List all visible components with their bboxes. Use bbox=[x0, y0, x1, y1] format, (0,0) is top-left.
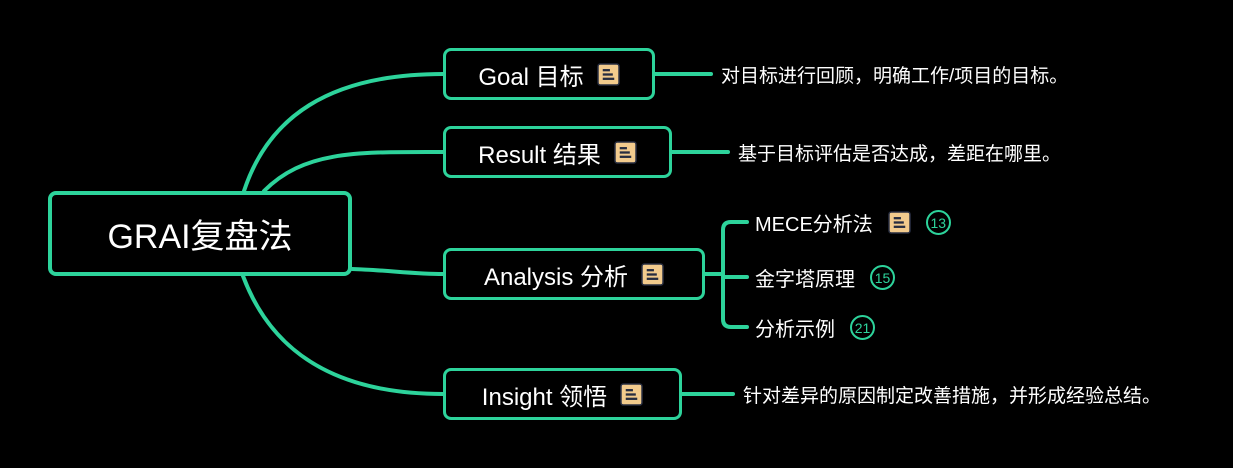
connector-analysis bbox=[350, 267, 445, 276]
topic-insight-label: Insight 领悟 bbox=[481, 383, 608, 411]
notes-icon[interactable] bbox=[596, 62, 620, 86]
topic-goal[interactable]: Goal 目标 bbox=[443, 48, 655, 100]
notes-icon[interactable] bbox=[614, 140, 637, 164]
goal-description-text: 对目标进行回顾，明确工作/项目的目标。 bbox=[721, 65, 1069, 87]
notes-icon[interactable] bbox=[887, 211, 911, 234]
connector-result bbox=[262, 149, 445, 193]
numbered-badge[interactable]: 21 bbox=[850, 315, 875, 340]
root-topic[interactable]: GRAI复盘法 bbox=[48, 191, 352, 276]
topic-goal-description[interactable]: 对目标进行回顾，明确工作/项目的目标。 bbox=[721, 60, 1068, 88]
notes-icon[interactable] bbox=[641, 262, 664, 286]
topic-insight-description[interactable]: 针对差异的原因制定改善措施，并形成经验总结。 bbox=[743, 380, 1161, 408]
root-topic-label: GRAI复盘法 bbox=[107, 218, 293, 256]
subtopic-pyramid-label: 金字塔原理 bbox=[755, 269, 855, 291]
connector-insight bbox=[241, 274, 445, 396]
subtopic-example-label: 分析示例 bbox=[755, 319, 835, 341]
numbered-badge[interactable]: 15 bbox=[870, 265, 895, 290]
topic-analysis[interactable]: Analysis 分析 bbox=[443, 248, 705, 300]
topic-result-label: Result 结果 bbox=[478, 141, 601, 169]
topic-result-description[interactable]: 基于目标评估是否达成，差距在哪里。 bbox=[738, 138, 1061, 166]
topic-insight[interactable]: Insight 领悟 bbox=[443, 368, 682, 420]
topic-analysis-label: Analysis 分析 bbox=[483, 263, 629, 291]
connector-goal bbox=[242, 72, 445, 193]
topic-goal-label: Goal 目标 bbox=[478, 63, 584, 91]
subtopic-mece-label: MECE分析法 bbox=[755, 214, 873, 236]
notes-icon[interactable] bbox=[620, 382, 643, 406]
subtopic-pyramid[interactable]: 金字塔原理 15 bbox=[755, 263, 895, 292]
subtopic-example[interactable]: 分析示例 21 bbox=[755, 313, 875, 342]
topic-result[interactable]: Result 结果 bbox=[443, 126, 672, 178]
subtopic-mece[interactable]: MECE分析法 13 bbox=[755, 208, 951, 237]
result-description-text: 基于目标评估是否达成，差距在哪里。 bbox=[738, 143, 1062, 165]
numbered-badge[interactable]: 13 bbox=[925, 210, 951, 235]
insight-description-text: 针对差异的原因制定改善措施，并形成经验总结。 bbox=[743, 385, 1162, 407]
connector-analysis-bracket bbox=[721, 220, 749, 329]
